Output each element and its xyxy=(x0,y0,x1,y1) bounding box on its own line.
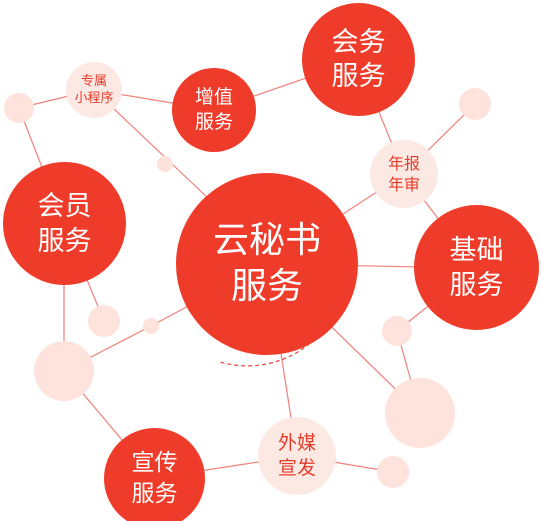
decorative-bubble xyxy=(4,93,34,123)
member-service-node: 会员 服务 xyxy=(3,162,126,285)
decorative-bubble xyxy=(157,156,173,172)
decorative-bubble xyxy=(459,88,491,120)
decorative-bubble xyxy=(382,316,412,346)
value-added-service-node: 增值 服务 xyxy=(172,68,256,152)
mini-program-line1: 专属 xyxy=(80,74,107,89)
annual-report-line2: 年审 xyxy=(387,175,420,194)
publicity-service-node: 宣传 服务 xyxy=(104,428,205,521)
value-added-service-line2: 服务 xyxy=(194,111,233,133)
basic-service-node: 基础 服务 xyxy=(414,205,539,330)
value-added-service-line1: 增值 xyxy=(194,86,233,108)
basic-service-line2: 服务 xyxy=(449,269,504,301)
annual-report-node: 年报 年审 xyxy=(370,140,438,208)
conference-service-line2: 服务 xyxy=(331,60,386,92)
decorative-bubble xyxy=(385,378,455,448)
foreign-media-line1: 外媒 xyxy=(277,432,316,454)
basic-service-line1: 基础 xyxy=(449,234,504,266)
annual-report-line1: 年报 xyxy=(387,154,420,173)
foreign-media-line2: 宣发 xyxy=(277,457,316,479)
publicity-service-line1: 宣传 xyxy=(131,449,178,476)
member-service-line1: 会员 xyxy=(37,190,92,222)
decorative-bubble xyxy=(377,456,409,488)
cloud-secretary-center-node: 云秘书 服务 xyxy=(176,173,358,355)
mini-program-line2: 小程序 xyxy=(74,91,114,106)
cloud-secretary-line2: 服务 xyxy=(230,266,303,307)
decorative-bubble xyxy=(143,318,159,334)
conference-service-node: 会务 服务 xyxy=(302,3,415,116)
foreign-media-node: 外媒 宣发 xyxy=(258,417,336,495)
cloud-secretary-line1: 云秘书 xyxy=(212,220,321,261)
mini-program-node: 专属 小程序 xyxy=(66,62,122,118)
conference-service-line1: 会务 xyxy=(331,26,386,58)
decorative-bubble xyxy=(34,341,94,401)
decorative-bubble xyxy=(88,305,120,337)
publicity-service-line2: 服务 xyxy=(131,480,178,507)
member-service-line2: 服务 xyxy=(37,225,92,257)
